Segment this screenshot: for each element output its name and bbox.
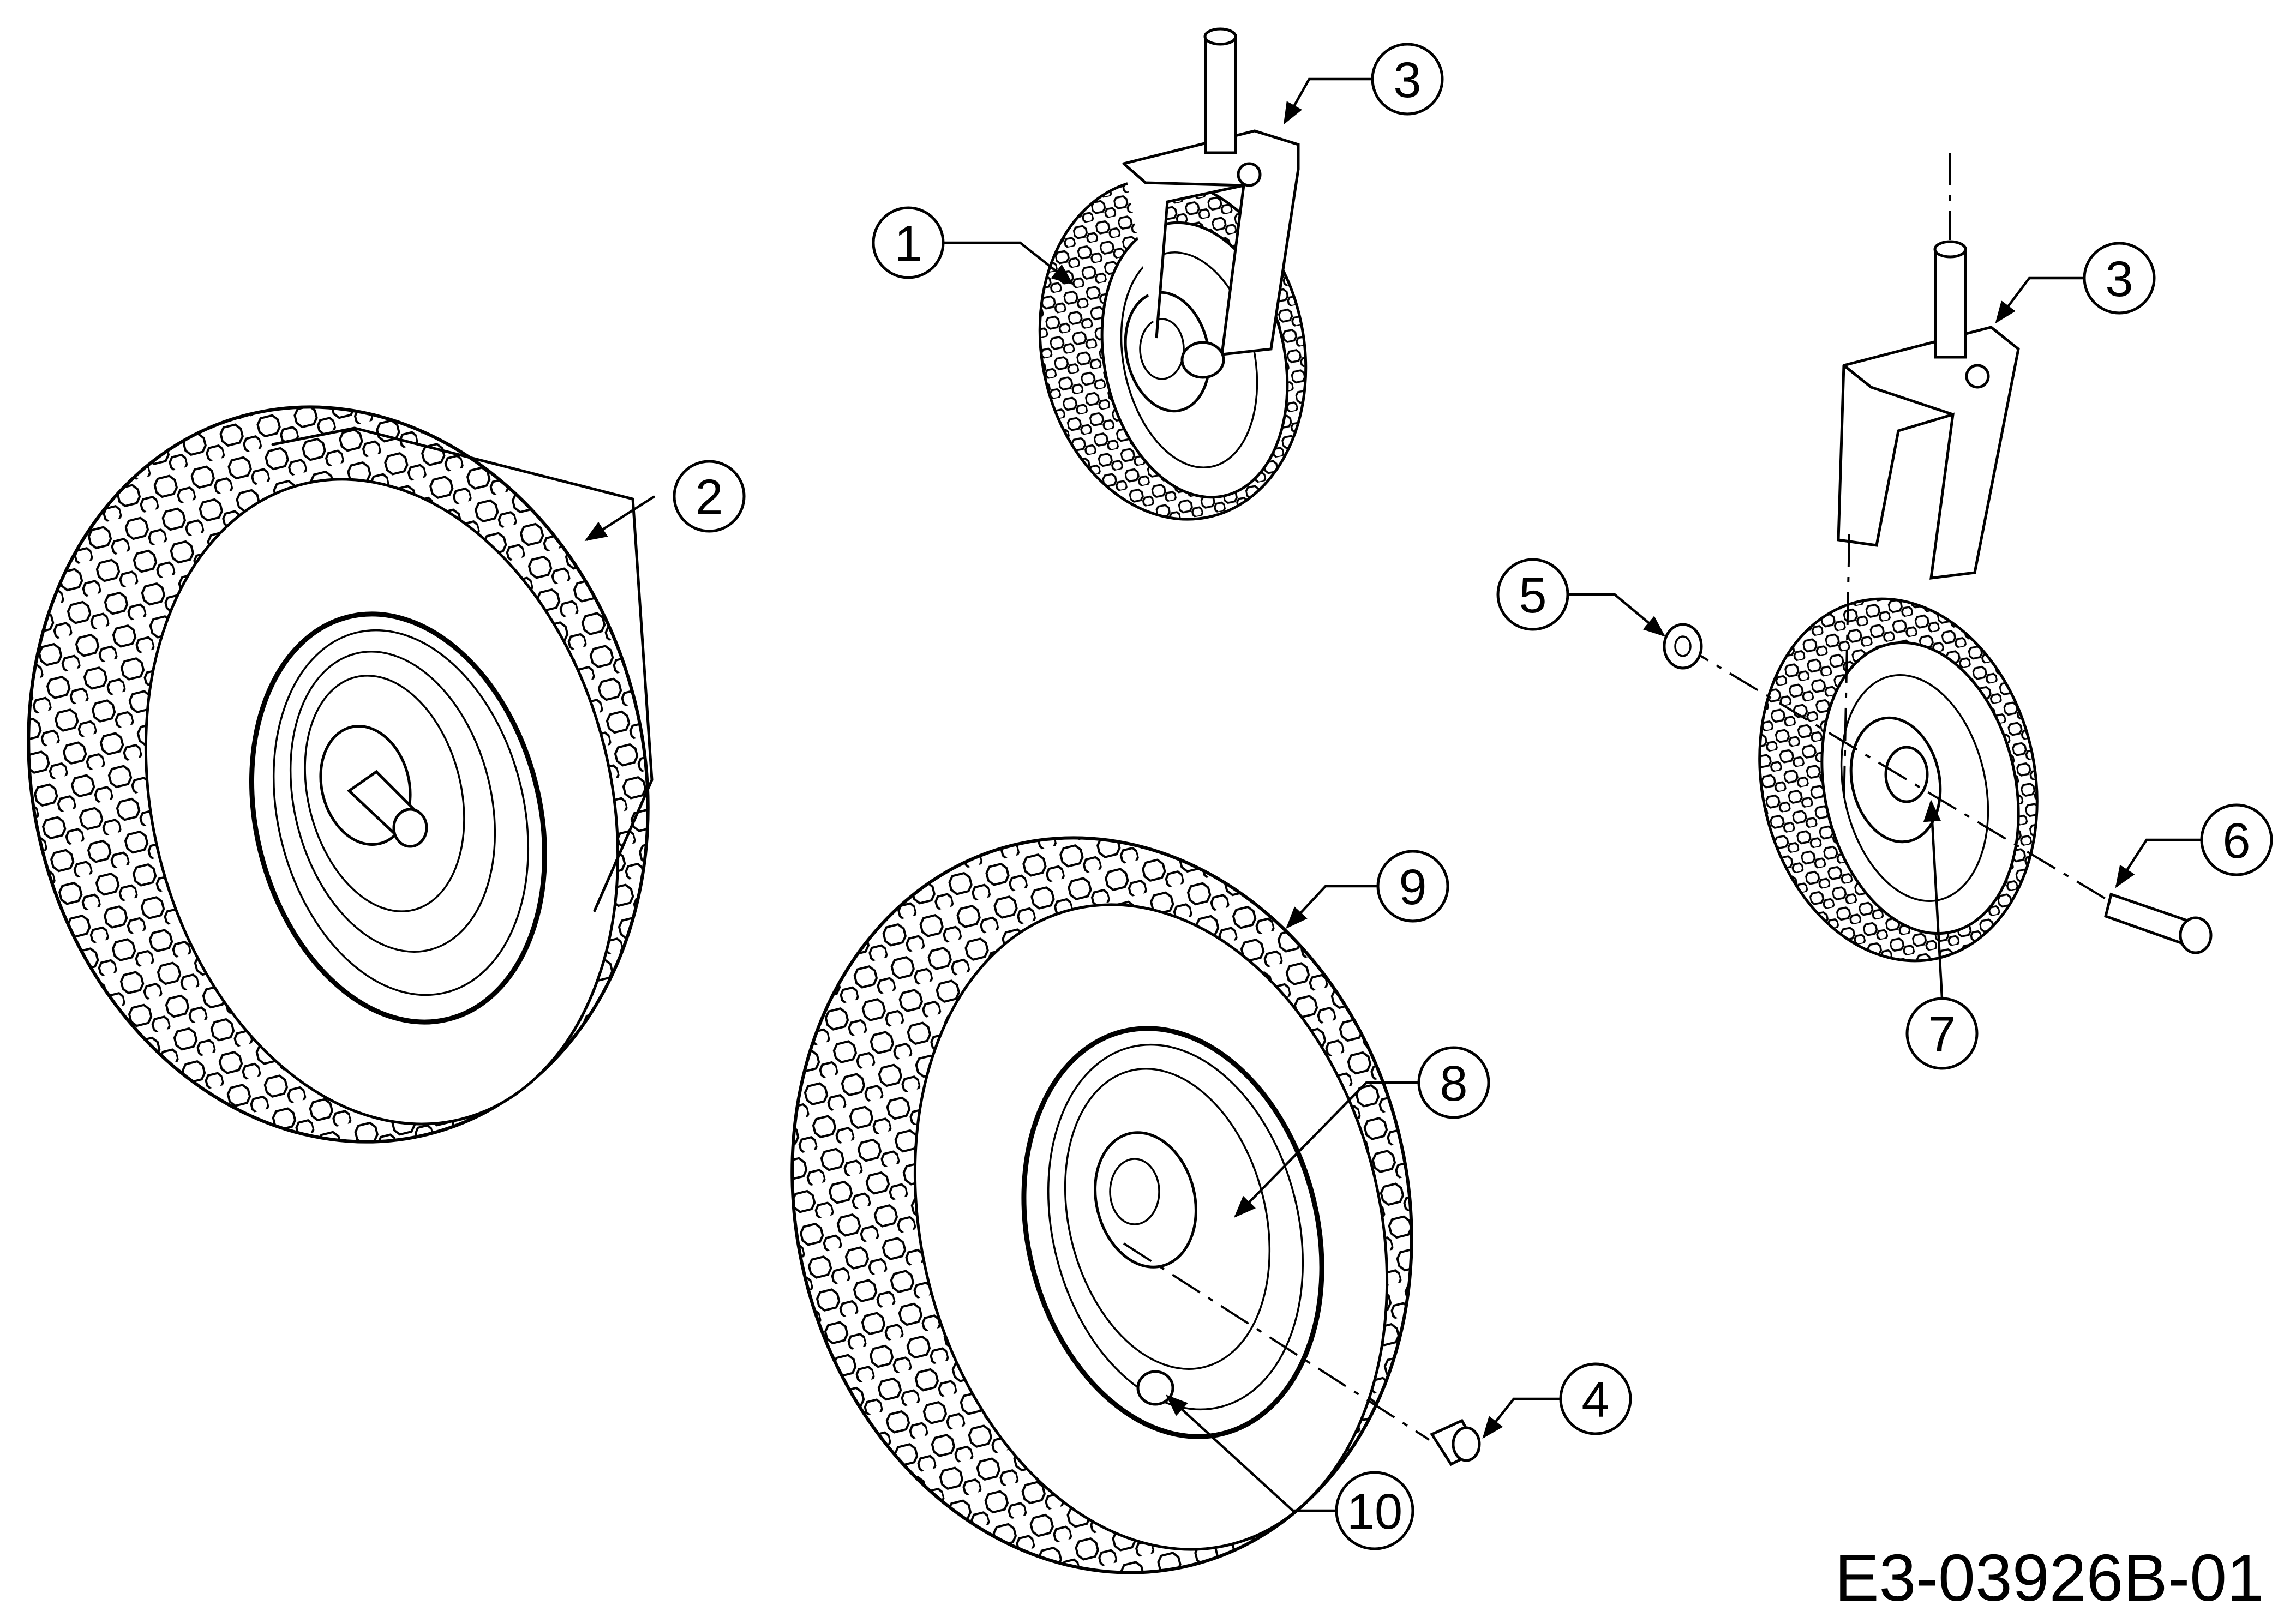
bolt-6 bbox=[2104, 892, 2213, 954]
callout-6: 6 bbox=[2200, 803, 2273, 876]
caster-wheel-1 bbox=[1038, 27, 1308, 521]
callout-4: 4 bbox=[1559, 1362, 1632, 1435]
leader-lines bbox=[584, 77, 2201, 1512]
callout-3a: 3 bbox=[1371, 43, 1444, 116]
callout-8: 8 bbox=[1417, 1046, 1490, 1119]
bolt-4 bbox=[1430, 1418, 1481, 1466]
drawing-code: E3-03926B-01 bbox=[1835, 1541, 2264, 1615]
svg-text:4: 4 bbox=[1581, 1372, 1609, 1428]
svg-text:8: 8 bbox=[1440, 1056, 1467, 1111]
svg-text:2: 2 bbox=[695, 470, 723, 525]
wheel-9-large bbox=[790, 836, 1481, 1574]
caster-wheel-exploded bbox=[1663, 153, 2213, 963]
callout-2: 2 bbox=[673, 460, 746, 533]
callout-10: 10 bbox=[1335, 1471, 1414, 1550]
svg-text:6: 6 bbox=[2222, 813, 2250, 869]
svg-text:9: 9 bbox=[1399, 859, 1426, 915]
wheel-2-large bbox=[27, 405, 654, 1144]
svg-text:3: 3 bbox=[2105, 251, 2133, 307]
svg-text:7: 7 bbox=[1928, 1007, 1956, 1062]
callout-3b: 3 bbox=[2083, 242, 2156, 315]
svg-text:10: 10 bbox=[1347, 1484, 1402, 1540]
svg-text:3: 3 bbox=[1393, 52, 1421, 108]
svg-text:5: 5 bbox=[1519, 568, 1546, 623]
nut-5 bbox=[1663, 623, 1703, 670]
callout-5: 5 bbox=[1496, 558, 1569, 631]
callout-1: 1 bbox=[872, 206, 945, 279]
callout-9: 9 bbox=[1376, 850, 1449, 923]
svg-text:1: 1 bbox=[894, 216, 922, 272]
callout-7: 7 bbox=[1905, 997, 1979, 1070]
